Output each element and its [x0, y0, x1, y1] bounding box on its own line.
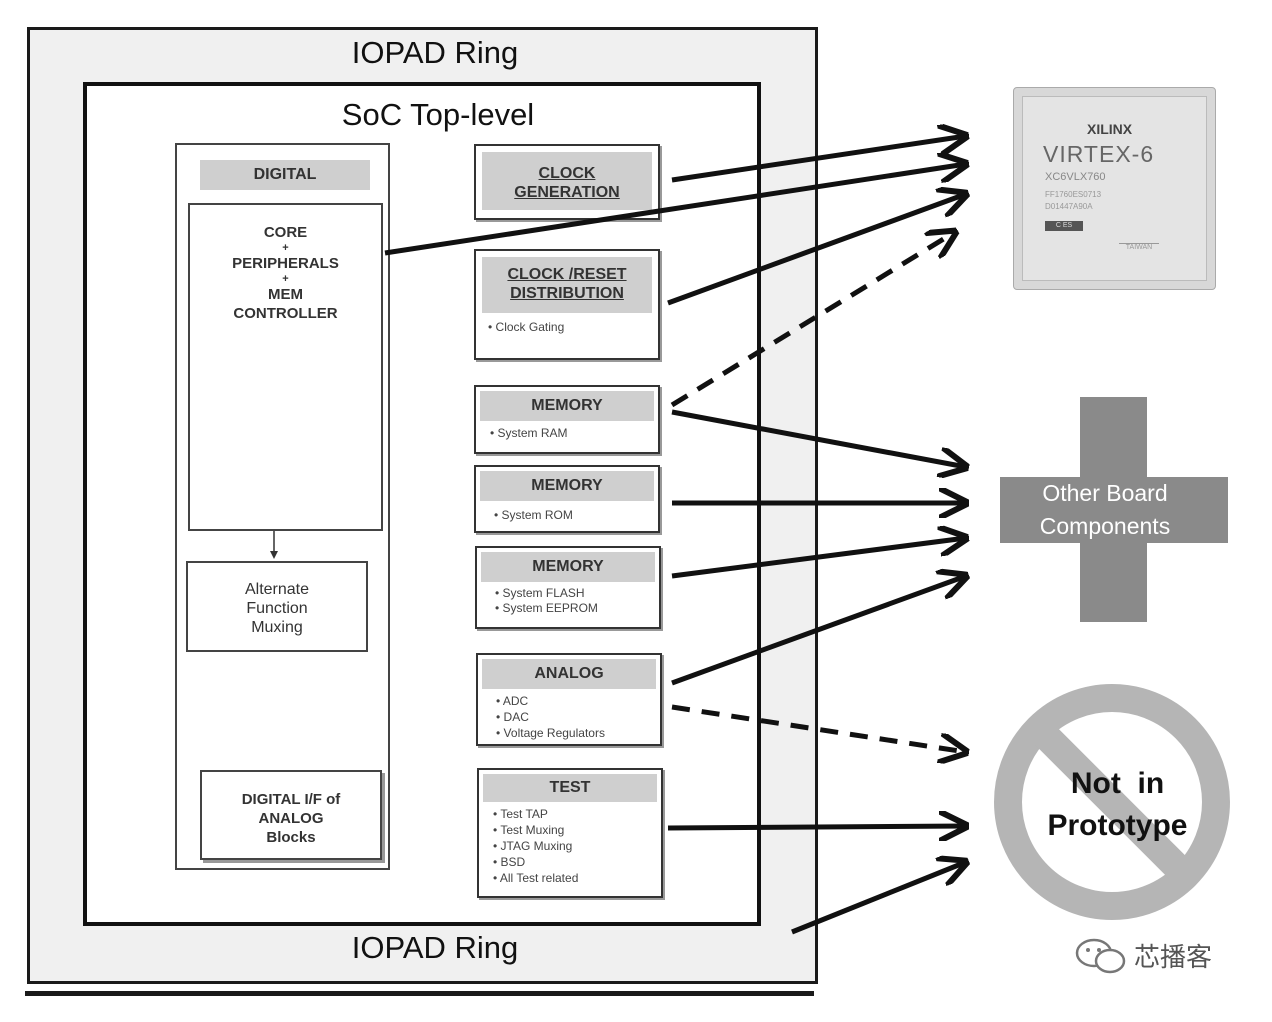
test-header: TEST: [483, 774, 657, 802]
memory-flash-block: MEMORY • System FLASH • System EEPROM: [475, 546, 661, 629]
analog-block: ANALOG • ADC • DAC • Voltage Regulators: [476, 653, 662, 746]
memory-rom-bullets: • System ROM: [494, 508, 573, 522]
memory-rom-block: MEMORY • System ROM: [474, 465, 660, 533]
fpga-marking-line: FF1760ES0713: [1045, 190, 1102, 199]
bullet-bsd: BSD: [500, 855, 526, 869]
digital-if-line: Blocks: [266, 829, 316, 846]
test-block: TEST • Test TAP • Test Muxing • JTAG Mux…: [477, 768, 663, 898]
bullet-clock-gating: Clock Gating: [495, 320, 565, 334]
analog-bullets: • ADC • DAC • Voltage Regulators: [496, 694, 605, 740]
alternate-function-muxing-block: Alternate Function Muxing: [186, 561, 368, 652]
clock-generation-title: CLOCK GENERATION: [482, 152, 652, 210]
digital-if-analog-block: DIGITAL I/F of ANALOG Blocks: [200, 770, 382, 860]
virtex-6-label: VIRTEX-6: [1043, 141, 1155, 167]
bullet-jtag-muxing: JTAG Muxing: [500, 839, 573, 853]
arrow-ring-to-noproto: [791, 862, 966, 935]
soc-title: SoC Top-level: [341, 97, 535, 132]
clock-reset-bullets: • Clock Gating: [488, 320, 565, 334]
fpga-chip-face: XILINX VIRTEX-6 XC6VLX760 FF1760ES0713 D…: [1022, 96, 1207, 281]
memory-ram-block: MEMORY • System RAM: [474, 385, 660, 454]
iopad-ring-top-label: IOPAD Ring: [351, 35, 519, 70]
board-cross-horizontal: [1000, 477, 1228, 543]
bullet-adc: ADC: [502, 694, 529, 708]
iopad-ring-bottom-label: IOPAD Ring: [351, 930, 519, 965]
wechat-icon: [1075, 938, 1126, 974]
alt-mux-line: Function: [246, 600, 308, 617]
xilinx-logo-text: XILINX: [1087, 121, 1133, 137]
fpga-markings: FF1760ES0713 D01447A90A: [1045, 189, 1101, 213]
peripherals-line: PERIPHERALS: [232, 255, 339, 272]
core-peripherals-block: CORE + PERIPHERALS + MEM CONTROLLER: [188, 203, 383, 531]
plus-line: +: [282, 273, 289, 285]
plus-line: +: [282, 242, 289, 254]
board-label-line: Components: [1039, 513, 1171, 539]
not-in-line: Not in: [1070, 767, 1165, 800]
digital-if-line: DIGITAL I/F of: [241, 791, 341, 808]
bullet-system-eeprom: System EEPROM: [502, 601, 598, 615]
clock-reset-distribution-block: CLOCK /RESET DISTRIBUTION • Clock Gating: [474, 249, 660, 360]
fpga-origin-label: TAIWAN: [1119, 243, 1159, 251]
clock-reset-line: CLOCK /RESET: [507, 266, 627, 283]
core-line: CORE: [263, 224, 308, 241]
watermark-text: 芯播客: [1134, 942, 1213, 972]
clock-reset-line: DISTRIBUTION: [510, 285, 624, 302]
bullet-test-muxing: Test Muxing: [500, 823, 565, 837]
digital-header: DIGITAL: [200, 160, 370, 190]
alt-mux-line: Alternate: [244, 581, 310, 598]
clock-reset-title: CLOCK /RESET DISTRIBUTION: [482, 257, 652, 313]
mem-line: MEM: [268, 286, 303, 303]
clock-generation-line: CLOCK: [538, 165, 596, 182]
analog-header: ANALOG: [482, 659, 656, 689]
bottom-rule: [25, 991, 814, 996]
fpga-part-number: XC6VLX760: [1045, 171, 1106, 183]
bullet-test-tap: Test TAP: [500, 807, 548, 821]
bullet-dac: DAC: [503, 710, 529, 724]
digital-if-line: ANALOG: [258, 810, 324, 827]
fpga-es-badge: C ES: [1045, 221, 1083, 231]
memory-flash-header: MEMORY: [481, 552, 655, 582]
memory-rom-header: MEMORY: [480, 471, 654, 501]
bullet-system-flash: System FLASH: [502, 586, 585, 600]
not-in-prototype-label: Not in Prototype: [1010, 763, 1225, 847]
core-to-mux-arrow: [270, 531, 278, 559]
bullet-system-ram: System RAM: [497, 426, 568, 440]
alt-mux-line: Muxing: [251, 619, 303, 636]
clock-generation-block: CLOCK GENERATION: [474, 144, 660, 220]
test-bullets: • Test TAP • Test Muxing • JTAG Muxing •…: [493, 807, 579, 885]
bullet-all-test-related: All Test related: [499, 871, 579, 885]
prototype-line: Prototype: [1047, 809, 1188, 842]
other-board-components-label: Other Board Components: [1000, 477, 1210, 543]
memory-ram-header: MEMORY: [480, 391, 654, 421]
bullet-voltage-regulators: Voltage Regulators: [503, 726, 605, 740]
controller-line: CONTROLLER: [233, 305, 338, 322]
clock-generation-line: GENERATION: [514, 184, 620, 201]
memory-ram-bullets: • System RAM: [490, 426, 568, 440]
board-label-line: Other Board: [1042, 480, 1168, 506]
memory-flash-bullets: • System FLASH • System EEPROM: [495, 586, 598, 615]
fpga-marking-line: D01447A90A: [1045, 202, 1093, 211]
bullet-system-rom: System ROM: [501, 508, 573, 522]
no-sign-icon: [994, 684, 1230, 920]
